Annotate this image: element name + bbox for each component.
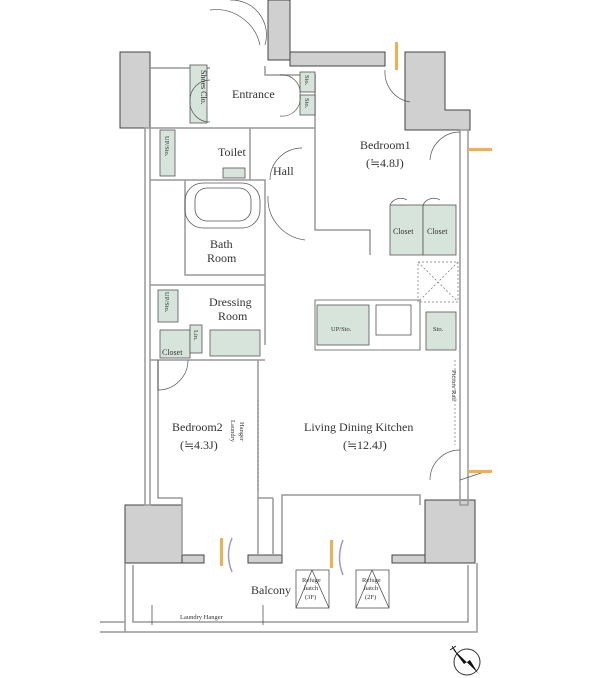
bath-room-label: Room [207,251,237,265]
ventilation-marks [220,42,492,576]
ldk-size: (≒12.4J) [343,438,387,452]
entrance-label: Entrance [232,87,275,101]
ldk-label: Living Dining Kitchen [304,420,413,434]
kitchen-sto-label: Sto. [433,326,444,333]
bedroom2-size: (≒4.3J) [180,438,218,452]
refuge-hatch-3f: hatch [304,585,319,592]
linen-label: Lin. [192,330,199,341]
balcony-outline [100,563,478,633]
closet-label: Closet [393,227,414,236]
refuge-hatch-2f: hatch [364,585,379,592]
balcony-laundry-hanger-label: Laundry Hanger [180,614,224,621]
bedroom1-label: Bedroom1 [360,138,411,152]
shoes-closet-label: Shoes Clo. [199,70,208,105]
dressing-storage-label: UP/Sto. [163,292,170,313]
interior-walls [150,66,456,555]
kitchen-storage-label: UP/Sto. [331,326,352,333]
hall-label: Hall [273,164,294,178]
refuge-hatch-3f: (3F) [305,594,316,601]
dressing-room-label: Room [218,309,248,323]
closet-label: Closet [162,348,183,357]
dressing-room-label: Dressing [209,295,252,309]
refuge-hatch-2f: (2F) [365,594,376,601]
storage-label: Sto. [303,98,310,109]
picture-rail-label: Picture Rail [450,370,457,401]
refuge-hatch-2f: Refuge [362,577,381,584]
refuge-hatch-3f: Refuge [302,577,321,584]
storage-label: Sto. [303,75,310,86]
closet-label: Closet [427,227,448,236]
toilet-label: Toilet [218,145,246,159]
toilet-storage-label: UP/Sto. [163,136,170,157]
bedroom2-label: Bedroom2 [172,420,223,434]
structural-walls [119,0,476,564]
bedroom1-size: (≒4.8J) [366,156,404,170]
fixtures [157,0,491,481]
laundry-hanger-label: Hanger [238,422,245,442]
balcony-label: Balcony [251,583,291,597]
north-arrow-icon [449,645,481,676]
bath-room-label: Bath [210,237,233,251]
laundry-hanger-label: Laundry [229,420,236,443]
